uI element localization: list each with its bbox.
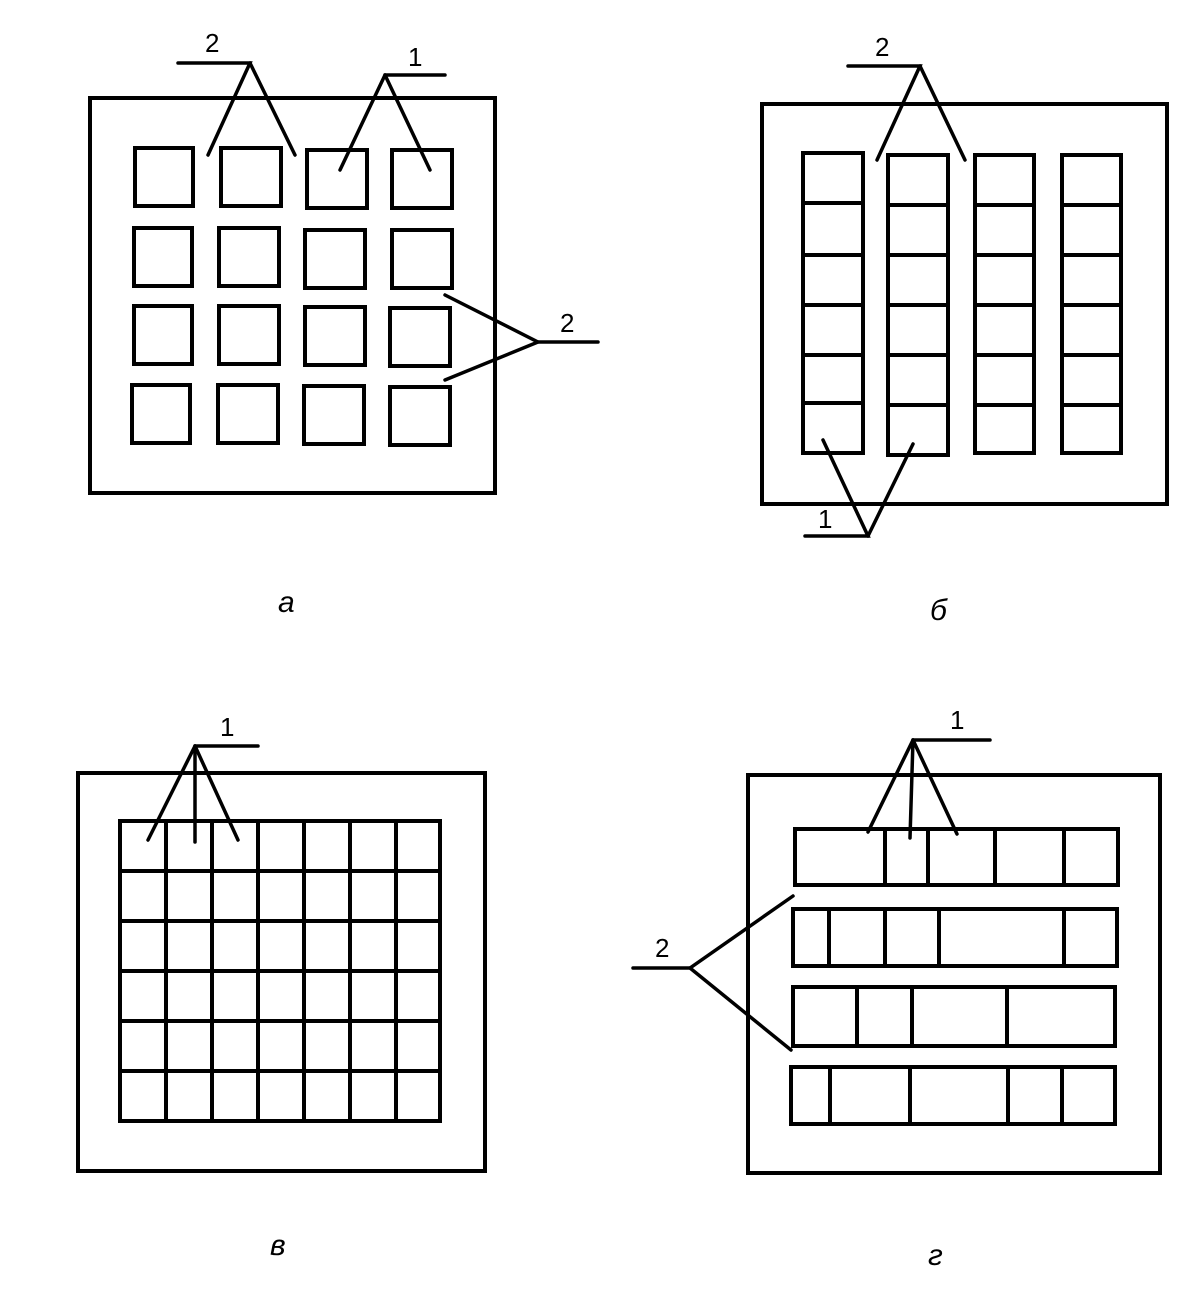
panel-v-leaders [146, 744, 260, 844]
panel-b-dividers [801, 201, 1123, 407]
panel-v: 1 в [76, 712, 487, 1262]
panel-a-caption: а [278, 586, 295, 619]
panel-a-cell [388, 306, 452, 368]
panel-a: 2 1 2 а [88, 28, 600, 619]
panel-v-caption: в [270, 1229, 286, 1262]
panel-a-cell [132, 226, 194, 288]
panel-a-cell [217, 304, 281, 366]
panel-a-cell [217, 226, 281, 288]
panel-b-leader-2 [918, 64, 967, 162]
panel-v-grid [118, 819, 442, 1123]
panel-v-callout-label: 1 [220, 712, 234, 742]
panel-g-leader-1 [866, 738, 992, 834]
panel-a-cell [390, 148, 454, 210]
panel-b-frame [760, 102, 1169, 506]
panel-v-frame [76, 771, 487, 1173]
panel-a-cells [130, 146, 454, 447]
panel-g-leader-2 [688, 966, 793, 1052]
panel-a-callout-label: 1 [408, 42, 422, 72]
panel-b-callout-label: 2 [875, 32, 889, 62]
panel-g-strips [789, 827, 1120, 1126]
panel-g-strip [789, 1065, 1117, 1126]
panel-b-leader-2 [846, 64, 923, 162]
panel-a-leader-2-top [248, 61, 297, 157]
panel-a-cell [132, 304, 194, 366]
panel-g-strip [791, 985, 1117, 1048]
panel-a-cell [305, 148, 369, 210]
panel-b-leader-1 [866, 442, 915, 538]
panel-g-leaders [631, 738, 992, 1052]
panel-b-leaders [803, 64, 967, 538]
panel-b: 2 1 б [760, 32, 1169, 627]
panel-g-strip [793, 827, 1120, 887]
panel-a-leader-2-right [443, 340, 540, 382]
panel-v-leader-1 [193, 744, 240, 842]
panel-a-cell [388, 385, 452, 447]
panel-a-cell [303, 228, 367, 290]
panel-a-cell [303, 305, 367, 367]
panel-a-callout-label: 2 [205, 28, 219, 58]
panel-a-cell [219, 146, 283, 208]
panel-a-cell [216, 383, 280, 445]
panel-b-callout-label: 1 [818, 504, 832, 534]
panel-a-leader-1 [383, 73, 432, 172]
panel-g-callout-label: 1 [950, 705, 964, 735]
panel-a-leaders [176, 61, 600, 382]
panel-g-frame [746, 773, 1162, 1175]
panel-a-leader-2-right [443, 293, 600, 344]
panel-a-callout-label: 2 [560, 308, 574, 338]
panel-a-cell [390, 228, 454, 290]
panel-g-callout-label: 2 [655, 933, 669, 963]
panel-g-strip [791, 907, 1119, 968]
panel-a-cell [130, 383, 192, 445]
panel-g: 1 2 г [631, 705, 1162, 1272]
panel-g-leader-1 [911, 738, 959, 836]
panel-b-caption: б [930, 594, 948, 627]
panel-g-leader-1 [908, 738, 915, 840]
panel-a-frame [88, 96, 497, 495]
panel-g-caption: г [928, 1239, 943, 1272]
panel-a-cell [302, 384, 366, 446]
panel-a-leader-2-top [176, 61, 253, 157]
panel-a-cell [133, 146, 195, 208]
